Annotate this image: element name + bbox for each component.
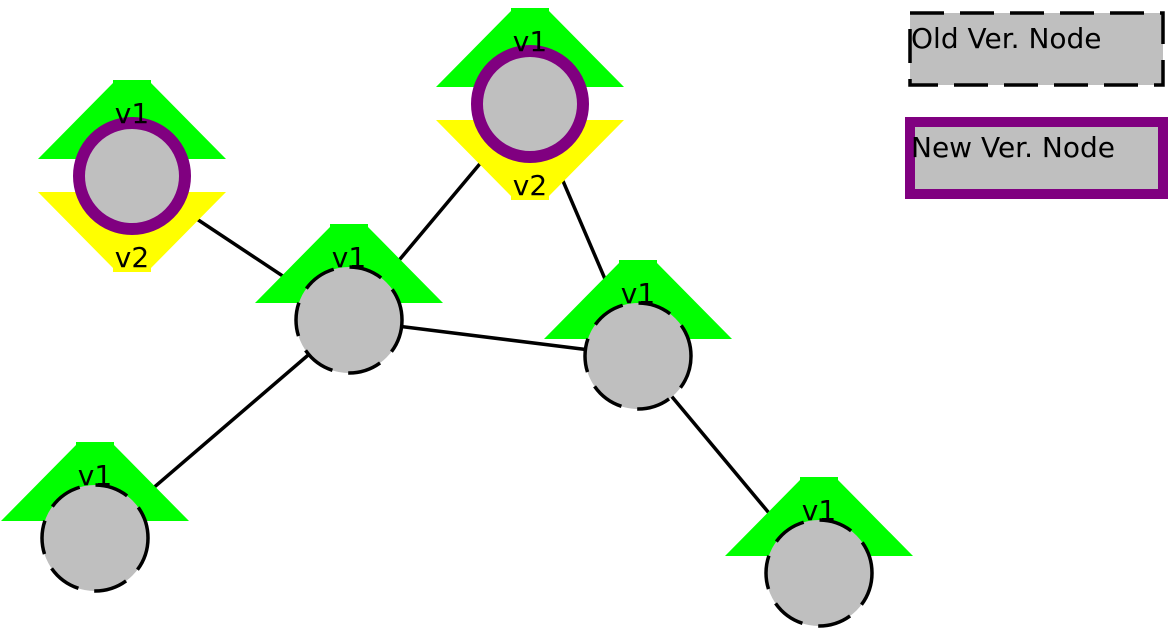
version-labels-layer: v1 v2 v1 v2 v1 v1 v1 v1 xyxy=(78,25,836,527)
version-label-n1-2: v2 xyxy=(115,241,149,274)
version-arrow-v1-n3 xyxy=(255,224,443,303)
node-new-n2 xyxy=(471,45,589,163)
legend-new-node-swatch xyxy=(905,117,1168,199)
legend-old-node-label: Old Ver. Node xyxy=(911,22,1102,55)
version-label-n2-1: v1 xyxy=(513,25,547,58)
node-old-n6 xyxy=(764,518,874,628)
version-label-n2-2: v2 xyxy=(513,169,547,202)
legend-old-node-swatch xyxy=(908,11,1165,87)
version-arrow-v1-n5 xyxy=(1,442,189,521)
node-old-n3 xyxy=(294,265,404,375)
version-label-n5-1: v1 xyxy=(78,459,112,492)
version-label-n6-1: v1 xyxy=(802,494,836,527)
version-label-n3-1: v1 xyxy=(332,241,366,274)
node-new-n1 xyxy=(73,117,191,235)
node-old-n5 xyxy=(40,483,150,593)
version-label-n1-1: v1 xyxy=(115,97,149,130)
node-old-n4 xyxy=(583,301,693,411)
nodes-layer xyxy=(40,45,874,628)
legend-new-node-label: New Ver. Node xyxy=(911,131,1115,164)
legend: Old Ver. Node New Ver. Node xyxy=(905,11,1168,199)
version-label-n4-1: v1 xyxy=(621,277,655,310)
version-arrow-v1-n6 xyxy=(725,477,913,556)
version-arrow-v1-n4 xyxy=(544,260,732,339)
